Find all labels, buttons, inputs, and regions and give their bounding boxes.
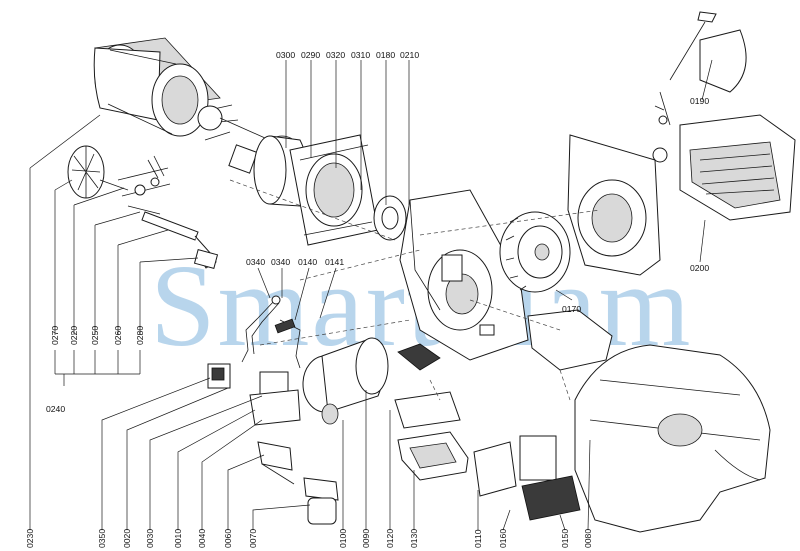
leader-lines (29, 59, 713, 531)
air-intake-plate (567, 134, 668, 276)
air-damper-box (679, 114, 796, 221)
label-0290: 0290 (301, 50, 320, 60)
label-0040: 0040 (197, 529, 207, 548)
label-0350: 0350 (97, 529, 107, 548)
burner-housing (399, 189, 529, 361)
fan-wheel (499, 211, 571, 293)
label-0280: 0280 (135, 326, 145, 345)
label-0080: 0080 (583, 529, 593, 548)
combustion-head (197, 104, 266, 174)
label-0030: 0030 (145, 529, 155, 548)
electrode-assembly (117, 155, 171, 215)
burner-cover (574, 344, 771, 533)
label-0110: 0110 (473, 529, 483, 548)
label-0140: 0140 (298, 257, 317, 267)
blast-tube (93, 37, 221, 137)
label-0170: 0170 (562, 304, 581, 314)
label-0160: 0160 (498, 529, 508, 548)
diffuser-disc (67, 145, 129, 199)
label-0310: 0310 (351, 50, 370, 60)
label-0260: 0260 (113, 326, 123, 345)
label-0320: 0320 (326, 50, 345, 60)
label-0130: 0130 (409, 529, 419, 548)
part-labels: 0300 0290 0320 0310 0180 0210 0190 0200 … (25, 50, 709, 548)
label-0010: 0010 (173, 529, 183, 548)
label-0220: 0220 (69, 326, 79, 345)
label-0190: 0190 (690, 96, 709, 106)
label-0240: 0240 (46, 404, 65, 414)
mounting-flange (289, 134, 379, 246)
label-0230: 0230 (25, 529, 35, 548)
gasket (373, 195, 407, 241)
label-0300: 0300 (276, 50, 295, 60)
label-0141: 0141 (325, 257, 344, 267)
label-0090: 0090 (361, 529, 371, 548)
label-0150: 0150 (560, 529, 570, 548)
label-0020: 0020 (122, 529, 132, 548)
assembly-guides (229, 179, 601, 401)
label-0200: 0200 (690, 263, 709, 273)
label-0100: 0100 (338, 529, 348, 548)
label-0180: 0180 (376, 50, 395, 60)
label-0270: 0270 (50, 326, 60, 345)
label-0340-b: 0340 (271, 257, 290, 267)
label-0060: 0060 (223, 529, 233, 548)
label-0070: 0070 (248, 529, 258, 548)
control-box (394, 391, 469, 481)
oil-filter (257, 441, 339, 525)
fuel-lines (241, 295, 301, 369)
bracket-plate (527, 309, 613, 371)
air-adjust-rod (654, 11, 747, 126)
nozzle-holder (141, 211, 219, 269)
label-0340-a: 0340 (246, 257, 265, 267)
motor (302, 337, 389, 425)
label-0210: 0210 (400, 50, 419, 60)
solenoid-valve (207, 363, 301, 426)
label-0250: 0250 (90, 326, 100, 345)
photocell-bracket (397, 343, 441, 371)
label-0120: 0120 (385, 529, 395, 548)
ignition-transformer (473, 435, 581, 521)
